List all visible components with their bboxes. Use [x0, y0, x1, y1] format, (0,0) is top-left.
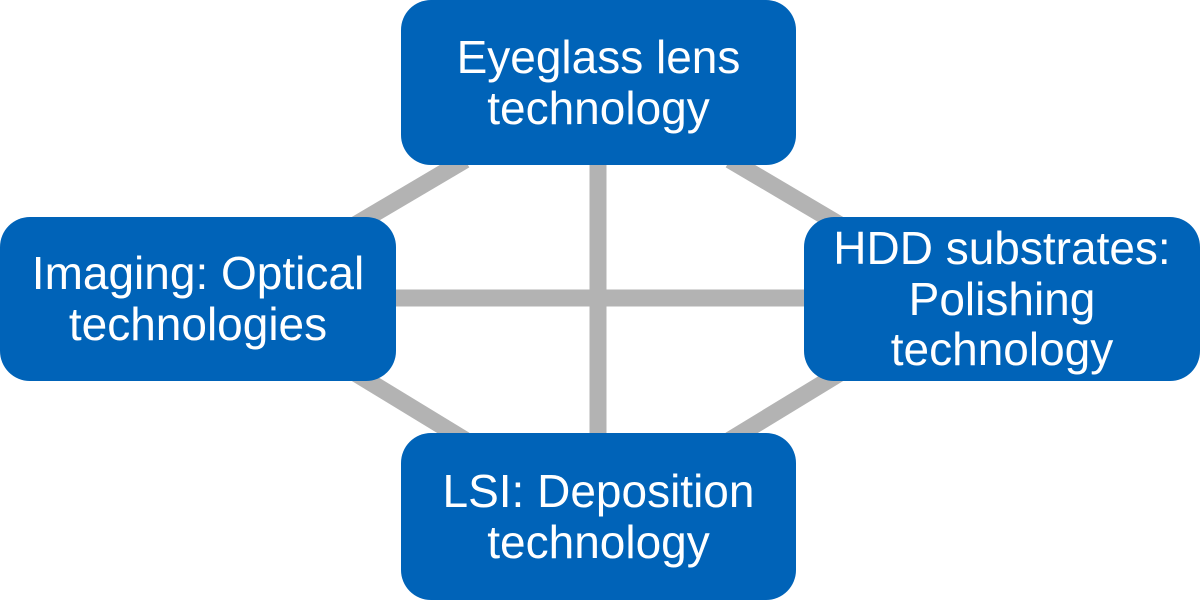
node-lsi-deposition: LSI: Deposition technology — [401, 433, 796, 600]
connector-top-right — [725, 152, 845, 233]
connector-left-bottom — [350, 365, 470, 448]
node-imaging-optical: Imaging: Optical technologies — [0, 217, 396, 381]
connector-right-bottom — [725, 365, 845, 448]
node-hdd-substrates: HDD substrates: Polishing technology — [804, 217, 1200, 381]
connector-top-left — [350, 152, 470, 233]
node-eyeglass-lens: Eyeglass lens technology — [401, 0, 796, 165]
